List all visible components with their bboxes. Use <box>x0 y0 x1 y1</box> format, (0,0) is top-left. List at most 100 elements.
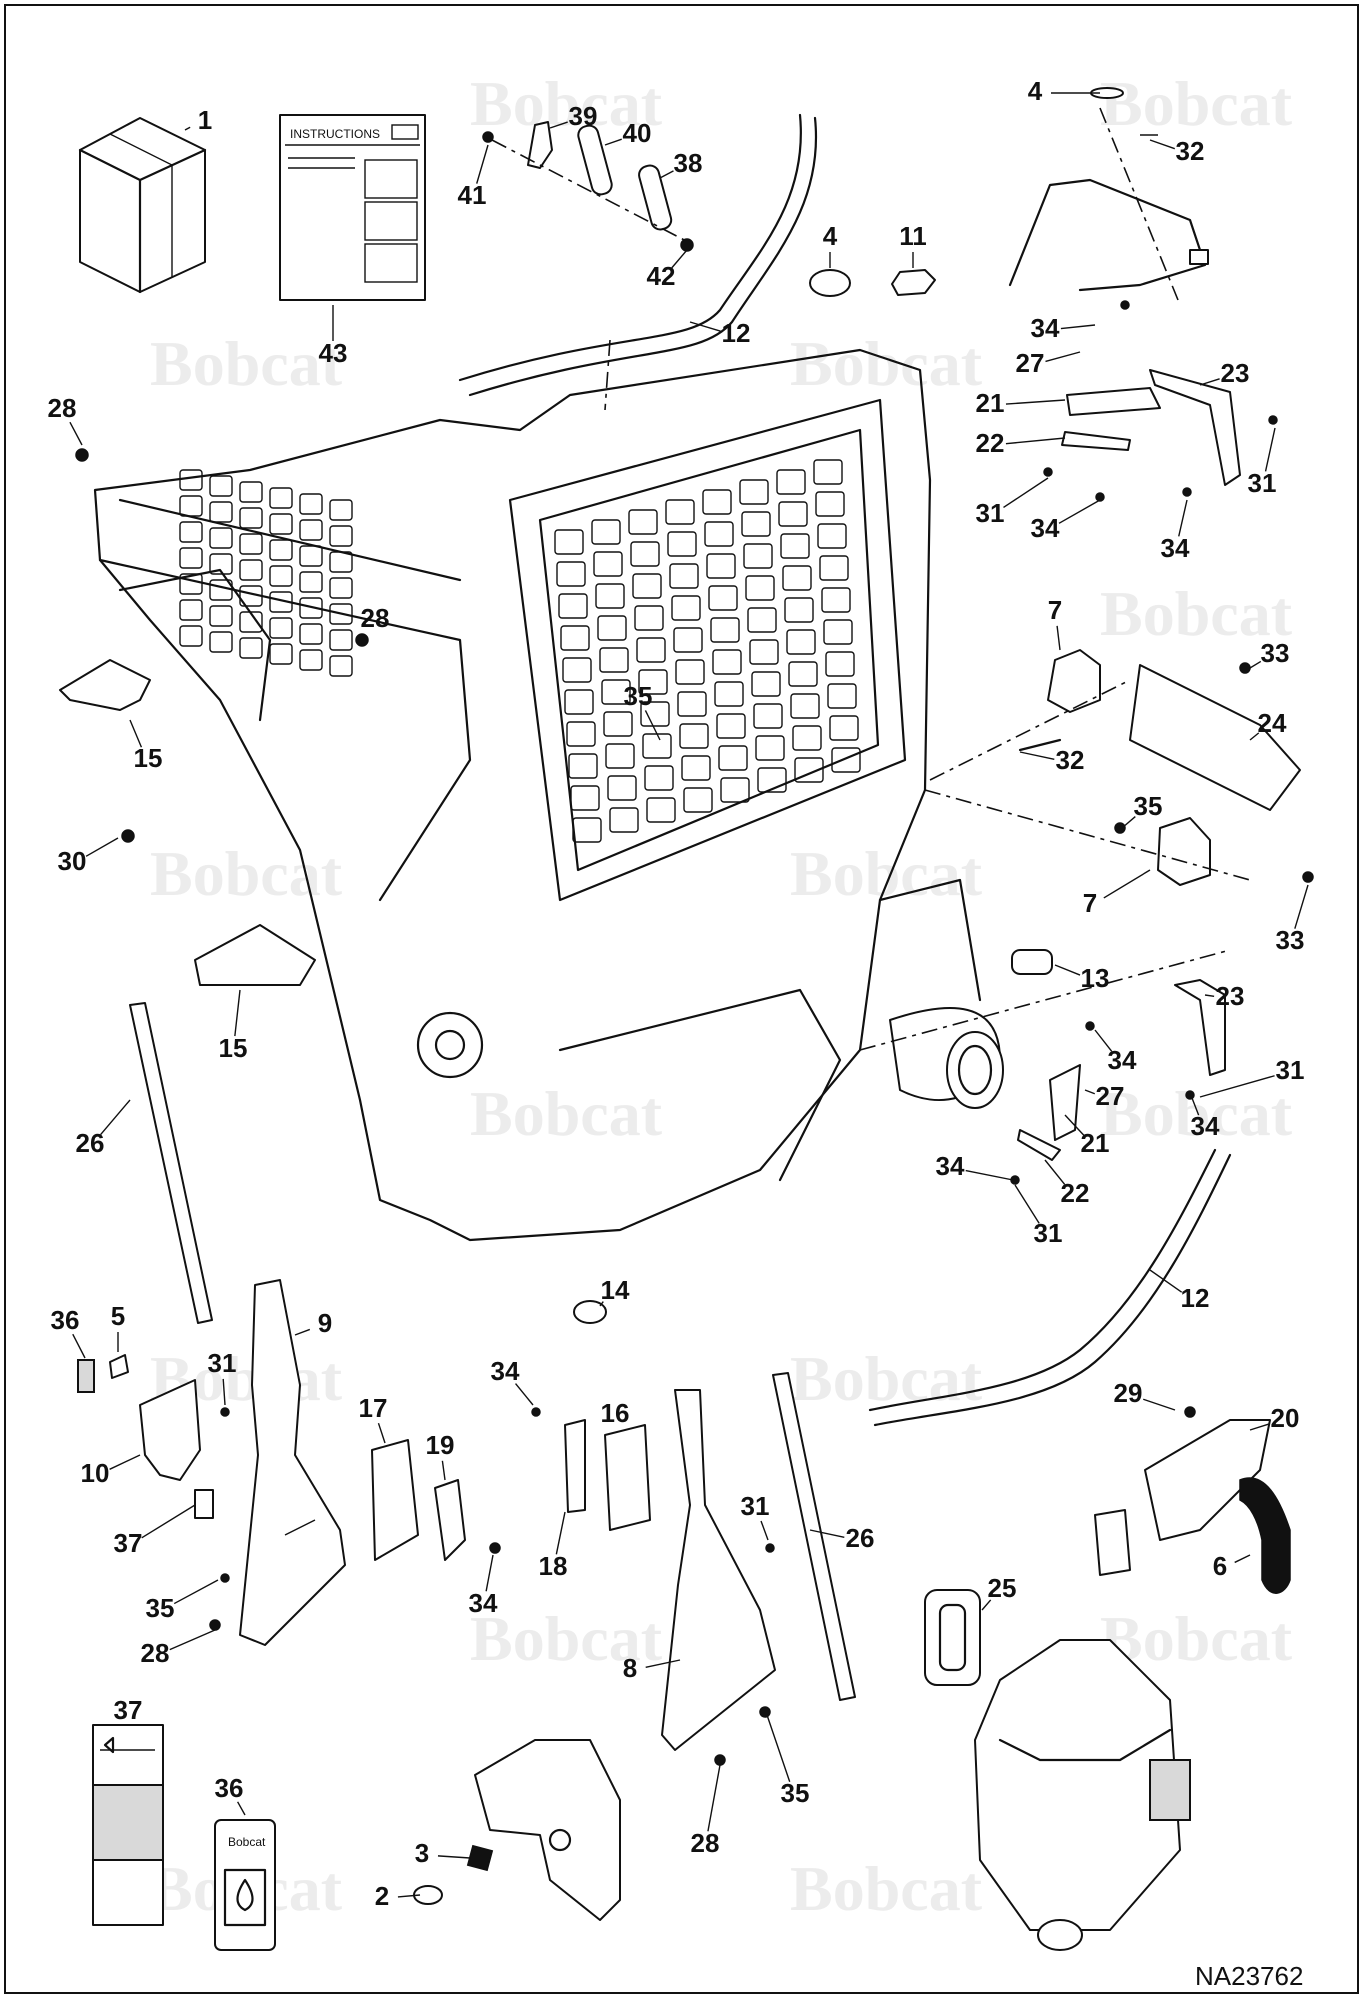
window-grid-cell <box>597 615 627 641</box>
watermark: Bobcat <box>1100 68 1293 139</box>
part-upper-right-bracket <box>1008 87 1278 502</box>
callout-c5: 5 <box>111 1301 125 1331</box>
roof-grid-cell <box>209 553 233 575</box>
roof-grid-cell <box>269 617 293 639</box>
window-grid-cell <box>640 701 670 727</box>
callout-c9: 9 <box>318 1308 332 1338</box>
callout-c34a: 34 <box>1031 313 1060 343</box>
leader-line-c12b <box>1149 1269 1183 1293</box>
leader-line-c31f <box>760 1520 769 1541</box>
callout-c22a: 22 <box>976 428 1005 458</box>
watermarks: Bobcat Bobcat Bobcat Bobcat Bobcat Bobca… <box>150 68 1293 1924</box>
leader-line-c15a <box>129 719 143 748</box>
watermark: Bobcat <box>470 68 663 139</box>
part-seal-strip-right <box>772 1372 856 1701</box>
roof-grid-cell <box>179 521 203 543</box>
callout-c35c: 35 <box>146 1593 175 1623</box>
part-hose-bracket <box>1094 1406 1291 1594</box>
window-grid-cell <box>591 519 621 545</box>
leader-line-c27b <box>1084 1089 1096 1095</box>
leader-line-c26b <box>809 1529 845 1538</box>
window-grid-cell <box>636 637 666 663</box>
roof-grid-cell <box>299 597 323 619</box>
leader-line-c38 <box>659 170 674 179</box>
window-grid-cell <box>704 521 734 547</box>
roof-grid-cell <box>239 559 263 581</box>
window-grid-cell <box>630 541 660 567</box>
roof-grid-cell <box>329 603 353 625</box>
leader-line-c36b <box>237 1801 246 1816</box>
part-top-brackets <box>482 121 694 252</box>
window-grid-cell <box>819 555 849 581</box>
roof-grid-cell <box>209 475 233 497</box>
roof-grid-cell <box>239 507 263 529</box>
leader-line-c28a <box>69 421 83 446</box>
window-grid-cell <box>667 531 697 557</box>
watermark: Bobcat <box>1100 578 1293 649</box>
callout-c35a: 35 <box>624 681 653 711</box>
callout-c17: 17 <box>359 1393 388 1423</box>
leader-line-c34g <box>514 1383 534 1406</box>
window-grid-cell <box>564 689 594 715</box>
part-middle-right-bracket <box>859 949 1231 1185</box>
part-plugs <box>809 269 936 297</box>
leader-line-c30 <box>85 837 119 857</box>
cab-frame <box>93 348 1004 1242</box>
drawing-frame <box>4 4 1359 1994</box>
callout-c16: 16 <box>601 1398 630 1428</box>
callout-labels: 1234456778910111212131415151617181920212… <box>48 76 1305 1911</box>
window-grid-cell <box>675 659 705 685</box>
part-clamps-and-plate <box>924 649 1314 886</box>
callout-c34d: 34 <box>1108 1045 1137 1075</box>
leader-line-c31e <box>1014 1184 1040 1224</box>
window-grid-cell <box>794 757 824 783</box>
window-grid-cell <box>593 551 623 577</box>
window-grid-cell <box>572 817 602 843</box>
callout-c1: 1 <box>198 105 212 135</box>
window-grid-cell <box>628 509 658 535</box>
leader-line-c34h <box>485 1554 494 1592</box>
leader-line-c36a <box>72 1333 86 1359</box>
roof-grid-cell <box>329 655 353 677</box>
leader-line-c28c <box>169 1629 216 1651</box>
callout-c6: 6 <box>1213 1551 1227 1581</box>
callout-c34c: 34 <box>1161 533 1190 563</box>
leader-line-c12a <box>689 321 721 332</box>
roof-grid-cell <box>329 499 353 521</box>
callout-c11: 11 <box>899 221 927 251</box>
leader-line-c33b <box>1294 884 1309 929</box>
window-grid-cell <box>669 563 699 589</box>
callout-c7a: 7 <box>1048 595 1062 625</box>
leader-line-c31c <box>222 1378 226 1406</box>
roof-grid-cell <box>329 629 353 651</box>
window-grid-cell <box>788 661 818 687</box>
callout-c33a: 33 <box>1261 638 1290 668</box>
drawing-number: NA23762 <box>1195 1961 1303 1991</box>
leader-line-c32b <box>1019 751 1055 760</box>
roof-grid-cell <box>299 623 323 645</box>
leader-line-c18 <box>555 1511 566 1555</box>
callout-c21a: 21 <box>976 388 1005 418</box>
callout-c26b: 26 <box>846 1523 875 1553</box>
callout-c8: 8 <box>623 1653 637 1683</box>
leader-line-c1 <box>184 126 191 131</box>
callout-c30: 30 <box>58 846 87 876</box>
callout-c24: 24 <box>1258 708 1287 738</box>
window-grid-cell <box>683 787 713 813</box>
callout-c23a: 23 <box>1221 358 1250 388</box>
leader-line-c32a <box>1149 139 1176 150</box>
callout-c14: 14 <box>601 1275 630 1305</box>
window-grid-cell <box>755 735 785 761</box>
decal-36-detail: Bobcat <box>214 1819 276 1951</box>
callout-c36b: 36 <box>215 1773 244 1803</box>
callout-c4b: 4 <box>823 221 838 251</box>
window-grid-cell <box>644 765 674 791</box>
window-grid-cell <box>831 747 861 773</box>
window-grid-cell <box>702 489 732 515</box>
window-grid-cell <box>679 723 709 749</box>
part-right-side-panel <box>661 1389 776 1766</box>
callout-c18: 18 <box>539 1551 568 1581</box>
leader-line-c34d <box>1094 1029 1113 1052</box>
window-grid-cell <box>780 533 810 559</box>
